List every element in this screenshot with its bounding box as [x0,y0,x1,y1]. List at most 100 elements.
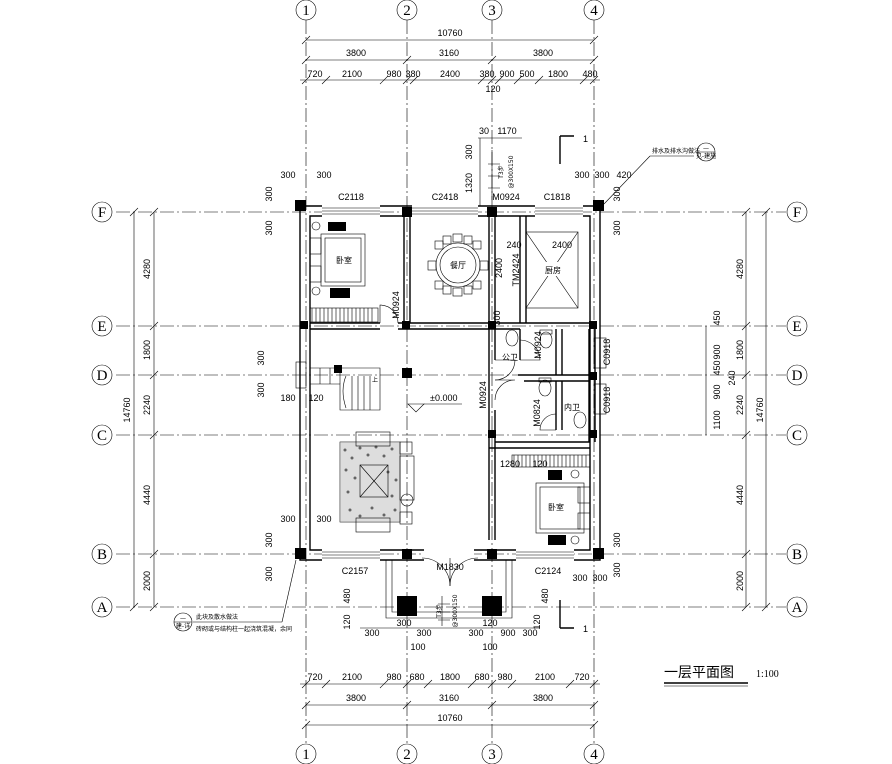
room-label: 公卫 [502,353,518,362]
dining-table: 餐厅 [427,233,489,297]
dim: 450 [712,310,722,325]
dim-bay: 3800 [533,693,553,703]
dim: 100 [482,642,497,652]
dim: 300 [280,514,295,524]
misc-dimensions: 30 1170 300 1320 T3步 @300X150 300 300 30… [256,126,632,652]
right-dimensions: 4280 1800 2240 4440 2000 14760 450 900 4… [705,207,771,612]
dim-total: 14760 [755,397,765,422]
dim: 720 [574,672,589,682]
dim: 2400 [440,69,460,79]
dim: 2100 [535,672,555,682]
step-note: T3步 [435,604,443,618]
section-marks: 1 1 [559,134,588,634]
section-mark-label: 1 [583,624,588,634]
dim: 900 [712,384,722,399]
axis-bubbles-bottom: 1 2 3 4 [295,743,605,764]
left-dimensions: 14760 4280 1800 2240 4440 2000 [122,207,159,612]
axis-bubbles-right: F E D C B A [786,201,808,618]
dim: 1800 [548,69,568,79]
room-label: 卧室 [548,502,564,512]
dim: 300 [264,220,274,235]
step-note: @300X150 [508,155,515,188]
dim: 300 [492,310,502,325]
axis-label: 4 [590,747,598,763]
dim: 300 [612,562,622,577]
dim: 480 [342,588,352,603]
dim: 980 [386,69,401,79]
door-label: M0924 [478,381,488,409]
dim: 980 [497,672,512,682]
room-label: 餐厅 [450,261,466,270]
dim: 2100 [342,672,362,682]
axis-label: F [98,205,106,221]
dim: 300 [522,628,537,638]
dim: 120 [342,614,352,629]
window-label: C0918 [602,339,612,366]
dim: 180 [280,393,295,403]
dim: 300 [264,566,274,581]
door-label: M0924 [533,331,543,359]
dim: 300 [256,350,266,365]
walls [295,204,607,562]
room-label: 卧室 [336,255,352,265]
dim: 300 [264,186,274,201]
axis-label: A [97,600,108,616]
dim: 240 [506,240,521,250]
dim: 300 [256,382,266,397]
dim-bay: 3160 [439,693,459,703]
step-note: T3步 [497,165,505,179]
dim-bay: 3160 [439,48,459,58]
top-dimensions: 10760 3800 3160 3800 720 2100 980 380 24… [300,28,600,94]
door-swings [379,304,557,431]
dim: 1320 [464,173,474,193]
dim: 420 [616,170,631,180]
callout-apron: 此块及散水做法 砖砌或与结构柱一起浇筑混凝，余同 — 建-详 [173,559,297,633]
dim: 1280 [500,459,520,469]
dim: 2240 [735,395,745,415]
dim: 1800 [142,340,152,360]
dim: 1800 [440,672,460,682]
dim: 4280 [735,259,745,279]
note-ref: — [703,145,709,152]
drawing-title: 一层平面图 1:100 [664,665,779,687]
axis-label: D [97,368,108,384]
dim: 120 [485,84,500,94]
staircase: 上 [310,367,381,411]
scale-text: 1:100 [756,669,779,680]
note-text: 此块及散水做法 [196,613,238,621]
dim: 1170 [497,126,516,136]
dim: 300 [264,532,274,547]
window-label: C1818 [544,192,571,202]
dim: 300 [574,170,589,180]
callout-drain: 排水及排水沟做法 — 见-建施 [603,142,716,205]
axis-label: E [97,319,106,335]
room-label: 内卫 [564,402,580,412]
note-text: 排水及排水沟做法 [652,147,700,155]
dim: 300 [416,628,431,638]
dim: 300 [612,532,622,547]
axis-label: C [97,428,107,444]
dim: 480 [582,69,597,79]
dim-total: 14760 [122,397,132,422]
dim: 300 [316,170,331,180]
dim: 900 [500,628,515,638]
axis-label: 3 [488,747,496,763]
dim: 2400 [494,258,504,278]
dim: 680 [409,672,424,682]
axis-label: 1 [302,747,310,763]
dim: 300 [364,628,379,638]
axis-label: B [97,547,107,563]
opening-labels: C2118 C2418 M0924 C1818 M0924 TM2424 M09… [338,192,612,576]
dim: 2000 [735,571,745,591]
dim: 120 [308,393,323,403]
bathrooms: 公卫 内卫 [502,329,587,429]
dim: 300 [594,170,609,180]
dim: 500 [519,69,534,79]
dim: 300 [612,220,622,235]
dim: 120 [482,618,497,628]
grid-lines [116,20,786,745]
dim-bay: 3800 [346,693,366,703]
dim: 300 [316,514,331,524]
dim: 2000 [142,571,152,591]
title-text: 一层平面图 [664,665,734,681]
